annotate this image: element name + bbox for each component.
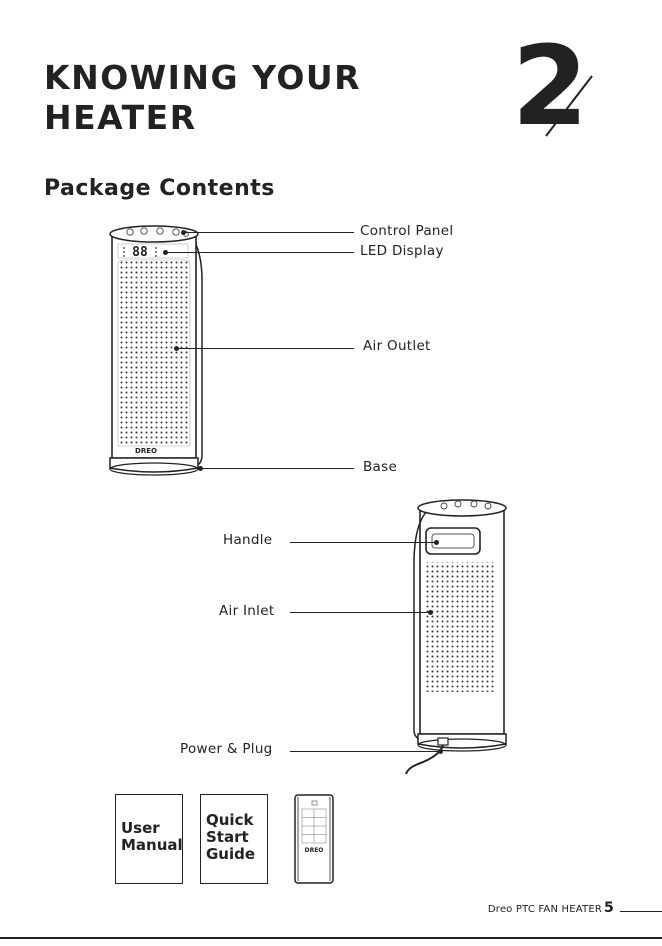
- air-outlet-leader: [177, 348, 354, 349]
- page-number: 5: [604, 900, 614, 916]
- heater-back-illustration: [400, 494, 520, 774]
- led-display-leader: [166, 252, 354, 253]
- chapter-number-graphic: 2: [508, 30, 598, 140]
- quick-start-line-3: Guide: [206, 846, 267, 863]
- handle-leader: [290, 542, 436, 543]
- control-panel-leader: [184, 232, 354, 233]
- label-led-display: LED Display: [360, 243, 444, 259]
- heater-front-illustration: 88 DREO: [104, 220, 214, 485]
- label-base: Base: [363, 459, 397, 475]
- label-air-inlet: Air Inlet: [219, 603, 274, 619]
- label-air-outlet: Air Outlet: [363, 338, 431, 354]
- label-control-panel: Control Panel: [360, 223, 453, 239]
- label-power-plug: Power & Plug: [180, 741, 273, 757]
- air-inlet-pointer: [428, 610, 433, 615]
- power-plug-leader: [290, 751, 440, 752]
- section-title: Package Contents: [44, 176, 275, 201]
- quick-start-guide-booklet: Quick Start Guide: [200, 794, 268, 884]
- led-display-digits: 88: [132, 245, 148, 260]
- page-title: KNOWING YOUR HEATER: [44, 58, 361, 138]
- footer-rule: [620, 911, 662, 912]
- footer-product-name: Dreo PTC FAN HEATER: [488, 904, 602, 915]
- label-handle: Handle: [223, 532, 272, 548]
- title-line-1: KNOWING YOUR: [44, 58, 361, 98]
- base-leader: [201, 468, 354, 469]
- user-manual-booklet: User Manual: [115, 794, 183, 884]
- user-manual-line-1: User: [121, 820, 182, 837]
- chapter-number: 2: [512, 30, 589, 140]
- remote-control-illustration: DREO: [294, 794, 334, 884]
- air-inlet-leader: [290, 612, 430, 613]
- power-plug-pointer: [438, 749, 443, 754]
- quick-start-line-2: Start: [206, 829, 267, 846]
- title-line-2: HEATER: [44, 98, 361, 138]
- handle-pointer: [434, 540, 439, 545]
- quick-start-line-1: Quick: [206, 812, 267, 829]
- bottom-rule: [0, 937, 662, 939]
- user-manual-line-2: Manual: [121, 837, 182, 854]
- remote-brand-logo: DREO: [305, 847, 324, 854]
- brand-logo: DREO: [135, 447, 157, 455]
